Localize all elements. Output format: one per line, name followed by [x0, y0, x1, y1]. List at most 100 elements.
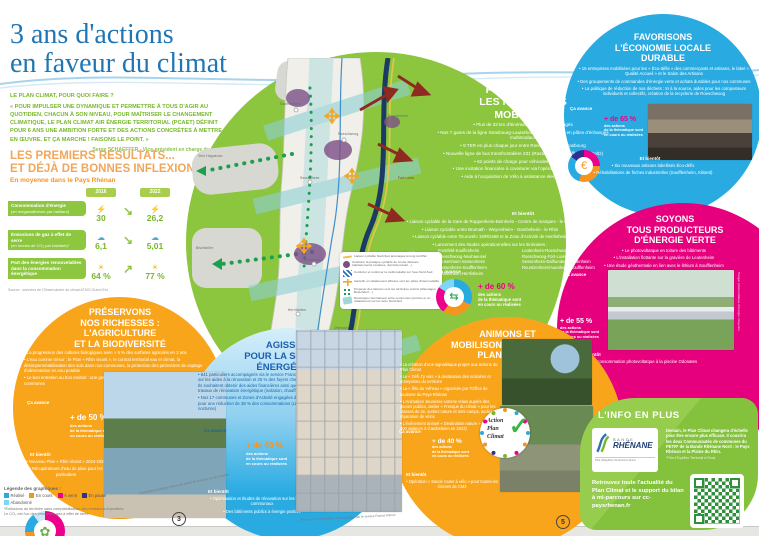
ca-avance-label: Ça avance: [570, 106, 593, 111]
map-legend-item: Développer des liaisons entre communes p…: [354, 295, 431, 304]
table-cell-2022: ⚡ 26,2: [140, 201, 170, 223]
map-legend-item: Conforter et renforcer la multimodalité …: [354, 270, 433, 275]
results-subheading: En moyenne dans le Pays Rhénan: [10, 177, 116, 184]
results-heading-line2: ET DÉJÀ DE BONNES INFLEXIONS !: [10, 162, 210, 175]
bullet: Nouvelle ligne de bus transfrontalière 2…: [426, 151, 620, 157]
legend-swatch-a-venir: [57, 493, 63, 498]
economy-bullets: 15 entreprises mobilisées pour les « Éco…: [576, 66, 752, 99]
routes-column-2: Leutenheim-Roeschwoog Roeschwoog-Fort-Lo…: [522, 248, 595, 271]
bullet: La progression des cultures biologiques …: [24, 350, 212, 355]
intro-block: LE PLAN CLIMAT, POUR QUOI FAIRE ? « POUR…: [10, 92, 228, 154]
multimodal-axis-icon: [343, 269, 352, 277]
ca-avance-label: Ça avance: [27, 400, 50, 405]
action-plan-climat-badge: Action Plan Climat ✓: [480, 408, 530, 458]
value-2022: 26,2: [146, 212, 164, 223]
info-plus-box: L'INFO EN PLUS BANDE RHÉNANE Pôle d'Équi…: [580, 398, 758, 530]
badge-line: Action: [487, 418, 504, 424]
bullet: Six nouveaux artisans labellisés Éco-déf…: [578, 163, 728, 168]
progress-percent: + de 60 %: [246, 441, 283, 450]
biodiversity-title: PRÉSERVONS NOS RICHESSES : L'AGRICULTURE…: [74, 307, 166, 349]
results-heading: LES PREMIERS RÉSULTATS... ET DÉJÀ DE BON…: [10, 150, 209, 176]
bullet: Des bâtiments publics à énergie positive: [202, 509, 322, 514]
economy-title: FAVORISONS L'ÉCONOMIE LOCALE DURABLE: [614, 32, 712, 64]
row-label-text: Consommation d'énergie: [11, 203, 66, 208]
qr-finder: [730, 478, 740, 488]
neighbour-links-icon: [343, 287, 352, 295]
legend-label: Réalisé: [10, 493, 25, 498]
et-bientot-label: Et bientôt: [406, 472, 427, 477]
page-title-line2: en faveur du climat: [10, 48, 227, 80]
map-label: Sessenheim: [300, 176, 320, 180]
legend-swatch-en-pause: [82, 493, 88, 498]
ca-avance-label: Ça avance: [564, 272, 587, 277]
progress-subtext: des actions de la thématique sont en cou…: [246, 450, 288, 466]
map-label: Bischwiller: [196, 246, 214, 250]
sobriety-bullets: 641 particuliers accompagnés via le serv…: [198, 372, 374, 414]
progress-percent: + de 40 %: [432, 438, 462, 445]
row-sublabel-text: (en mégawattheure par habitant): [11, 208, 70, 214]
ca-avance-label: Ça avance: [204, 428, 227, 433]
progress-percent: + de 50 %: [70, 413, 107, 422]
bande-rhenane-logo: BANDE RHÉNANE Pôle d'Équilibre Territori…: [592, 428, 658, 472]
bullet: 15 entreprises mobilisées pour les « Éco…: [576, 66, 752, 77]
legend-label: En cours: [35, 493, 53, 498]
intro-heading: LE PLAN CLIMAT, POUR QUOI FAIRE ?: [10, 93, 114, 99]
co2-cloud-icon: ☁: [151, 232, 159, 242]
qr-finder: [694, 514, 704, 524]
logo-subtitle: Pôle d'Équilibre Territorial et Rural: [595, 457, 655, 462]
map-label: Fort Louis: [398, 176, 415, 180]
progress-percent: + de 55 %: [560, 318, 593, 325]
info-plus-cta: Retrouvez toute l'actualité du Plan Clim…: [592, 480, 684, 509]
bullet: L'événement annuel « Destination nature …: [400, 421, 502, 431]
page-title: 3 ans d'actions en faveur du climat: [10, 20, 227, 79]
info-plus-paragraph-block: Demain, le Plan Climat changera d'échell…: [666, 428, 752, 460]
progress-percent: + de 60 %: [478, 282, 515, 291]
map-label: Offendorf: [334, 326, 350, 330]
table-cell-2016: ☀ 64 %: [86, 258, 116, 281]
green-energy-upcoming: Autoconsommation photovoltaïque à la pis…: [586, 359, 756, 366]
badge-dot-ring: [480, 408, 530, 458]
solar-panel-icon: ☀: [97, 262, 105, 272]
badge-text: Action Plan Climat: [487, 418, 504, 441]
table-cell-2022: ☀ 77 %: [140, 258, 170, 281]
mobility-bullets: Plus de 33 km d'itinéraires cyclables am…: [426, 122, 620, 182]
value-2022: 77 %: [145, 270, 165, 281]
page-title-line1: 3 ans d'actions: [10, 19, 174, 50]
sobriety-upcoming: Optimisation et études de rénovation sur…: [202, 496, 322, 516]
table-source: Source : données de l'Observatoire du cl…: [8, 288, 108, 292]
photo-artisans-meeting: [648, 104, 752, 160]
badge-line: Climat: [487, 433, 504, 440]
bullet: 62 points de charge pour véhicules élect…: [426, 159, 620, 165]
legend-label: Abandonné: [10, 500, 32, 505]
table-row-label: Part des énergies renouvelables dans la …: [8, 258, 86, 280]
map-legend-item: Liaison cyclable Nord-Sud aménagée le lo…: [354, 254, 427, 258]
graph-legend: Légende des graphiques : Réalisé En cour…: [4, 486, 122, 507]
table-cell-2016: ☁ 6,1: [86, 230, 116, 251]
et-bientot-label: Et bientôt: [208, 489, 229, 494]
routes-intro: Lancement des études opérationnelles sur…: [362, 242, 618, 248]
map-legend-item: Améliorer la pratique cyclable de courte…: [352, 259, 419, 268]
cycle-route-icon: [342, 255, 353, 259]
info-plus-heading: L'INFO EN PLUS: [598, 410, 680, 421]
short-distance-icon: [343, 260, 350, 268]
bullet: Nouveau Plan « Rhin Vivant » 2024-2027: [22, 459, 110, 464]
trend-arrow: ↗: [122, 262, 134, 276]
photo-renovation-scaffolding: [296, 330, 402, 512]
map-label: Roppenheim: [388, 114, 409, 118]
animation-bullets: La création d'une signalétique propre au…: [400, 362, 502, 433]
map-label: Soufflenheim: [280, 102, 301, 106]
bullet: Une incitation financière à covoiturer v…: [426, 166, 620, 172]
sprout-icon: ✿: [39, 523, 51, 536]
solar-panel-icon: ☀: [151, 262, 159, 272]
ca-avance-label: Ça avance: [399, 429, 421, 434]
bullet: 641 particuliers accompagnés via le serv…: [198, 372, 374, 393]
value-2016: 30: [96, 212, 106, 223]
bullet: Liaison cyclable de la Gare de Roppenhei…: [362, 219, 618, 225]
trend-arrow: ↘: [122, 204, 134, 218]
table-row-label: Émissions de gaz à effet de serre (en to…: [8, 230, 86, 251]
bullet: La « fête du Vél'eau » organisée par l'O…: [400, 386, 502, 396]
bullet: Des groupements de commandes d'énergie v…: [576, 79, 752, 84]
value-2016: 64 %: [91, 270, 111, 281]
progress-percent: + de 65 %: [604, 116, 637, 123]
